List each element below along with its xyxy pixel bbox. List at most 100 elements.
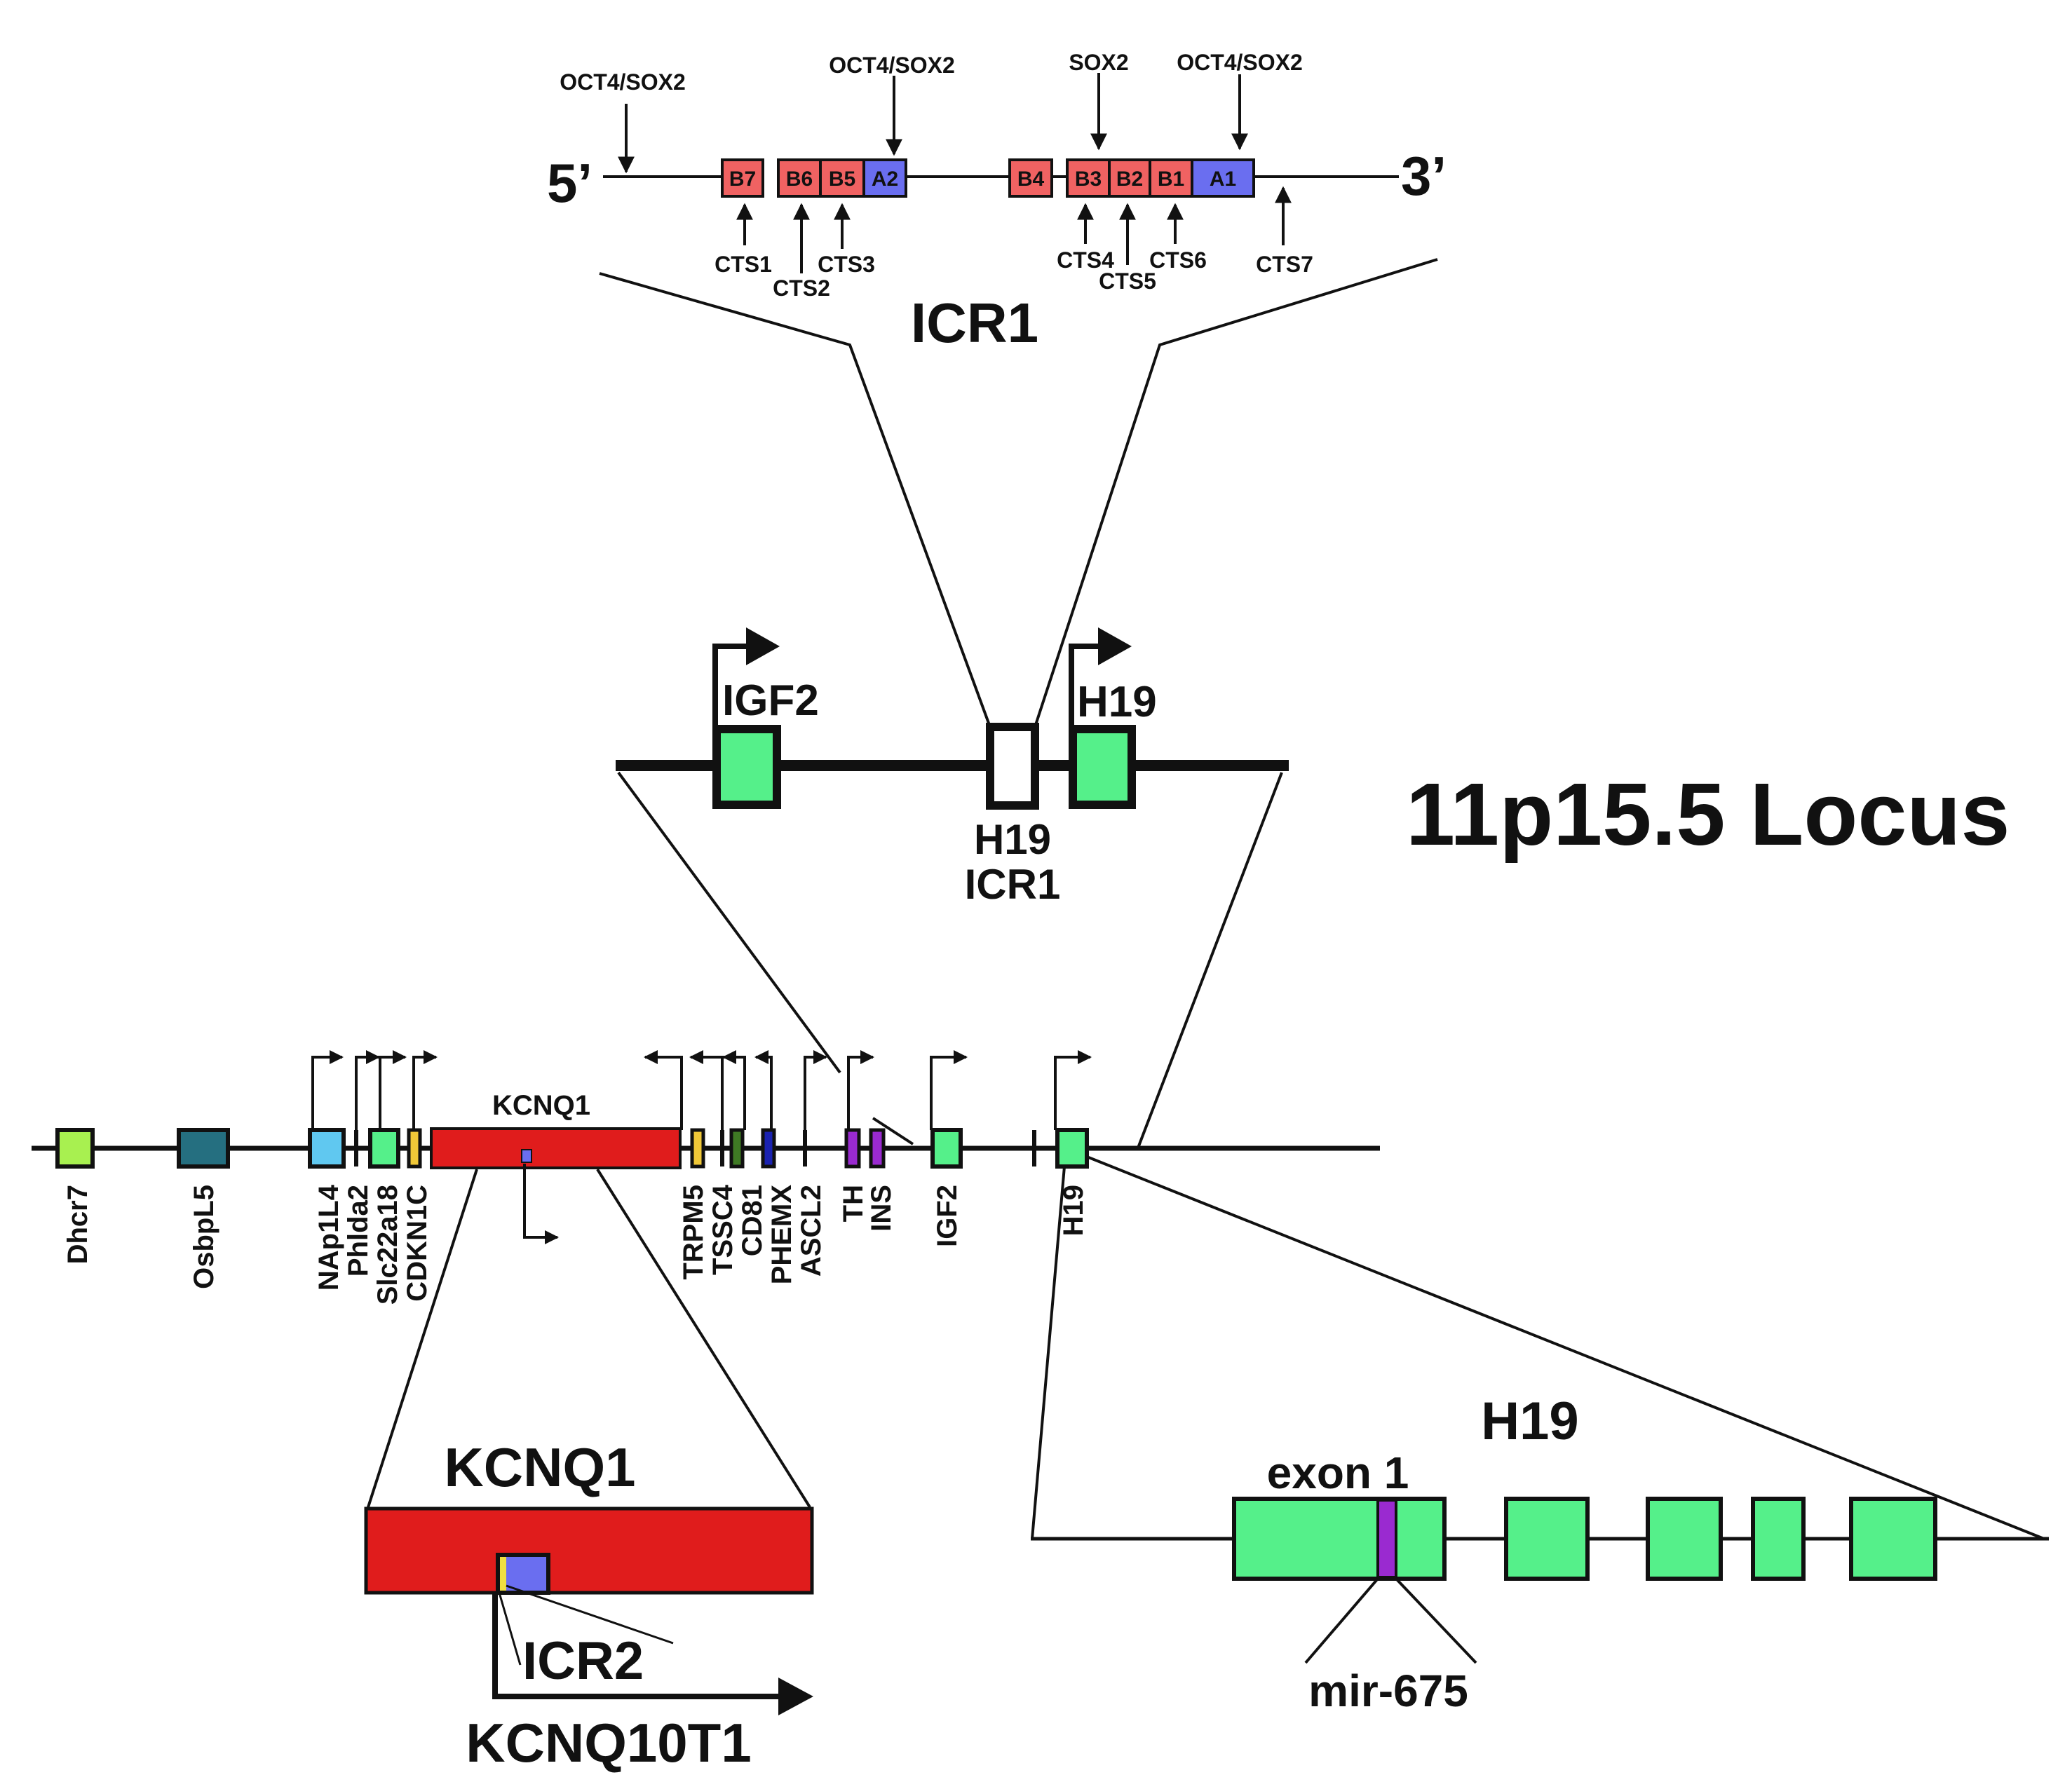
oct4-sox2-arrows: OCT4/SOX2 OCT4/SOX2 SOX2 OCT4/SOX2: [560, 50, 1303, 174]
gene-cdkn1c: [407, 1128, 422, 1169]
cts2-label: CTS2: [773, 276, 830, 301]
gene-dhcr7: [55, 1128, 95, 1169]
icr1-title: ICR1: [911, 292, 1038, 354]
box-b3: [1066, 158, 1111, 198]
h19-icr1-label-line2: ICR1: [965, 861, 1061, 908]
kcnq1-locus-label: KCNQ1: [492, 1090, 590, 1121]
gene-kcnq1: [430, 1127, 682, 1169]
h19-exon-2: [1504, 1497, 1590, 1581]
middle-zoom-lines: [617, 771, 1283, 1150]
label-slc22a18: Slc22a18: [372, 1185, 403, 1305]
box-b7-label: B7: [729, 168, 756, 191]
icr1-panel: 5’ 3’ B7 B6 B5 A2 B4 B3 B2 B1 A1 OCT4/S: [547, 50, 1447, 354]
locus-title: 11p15.5 Locus: [1406, 765, 2010, 864]
mir-675-label: mir-675: [1308, 1666, 1468, 1716]
locus-promoter-arrows: [311, 1050, 1092, 1244]
box-b7: [721, 158, 764, 198]
label-nap1l4: NAp1L4: [313, 1184, 344, 1291]
box-b1: [1149, 158, 1193, 198]
box-b4-label: B4: [1017, 168, 1045, 191]
five-prime-label: 5’: [547, 152, 593, 214]
box-a2-label: A2: [872, 168, 898, 191]
box-a2: [862, 158, 907, 198]
h19-exon-1: [1232, 1497, 1447, 1581]
h19-zoom-lines: [1031, 1155, 2045, 1540]
box-b5-label: B5: [829, 168, 855, 191]
kcnq1-detail-title: KCNQ1: [444, 1436, 635, 1498]
box-a1: [1191, 158, 1255, 198]
label-osbpl5: OsbpL5: [189, 1185, 219, 1289]
h19-icr1-box: [986, 723, 1039, 810]
gene-ins: [869, 1128, 886, 1169]
h19-promoter-arrow-icon: [1098, 627, 1132, 665]
icr1-repeat-boxes: B7 B6 B5 A2 B4 B3 B2 B1 A1: [721, 158, 1255, 198]
box-b2: [1108, 158, 1151, 198]
gene-labels: Dhcr7 OsbpL5 NAp1L4 Phlda2 Slc22a18 CDKN…: [62, 1184, 1089, 1305]
gene-nap1l4: [308, 1128, 346, 1169]
h19-exon-4: [1751, 1497, 1806, 1581]
cts3-label: CTS3: [818, 252, 875, 277]
oct4-sox2-label-2: OCT4/SOX2: [829, 53, 955, 78]
label-ins: INS: [866, 1185, 897, 1232]
gene-slc22a18: [368, 1128, 400, 1169]
cts4-label: CTS4: [1057, 247, 1114, 273]
gene-th: [844, 1128, 861, 1169]
h19-exon-3: [1646, 1497, 1723, 1581]
kcnq1-detail-bar: [364, 1506, 814, 1595]
label-trpm5: TRPM5: [678, 1185, 709, 1280]
label-cd81: CD81: [737, 1185, 768, 1256]
gene-trpm5: [690, 1128, 705, 1169]
label-phemx: PHEMX: [766, 1185, 797, 1285]
exon1-label: exon 1: [1267, 1448, 1409, 1498]
icr2-label: ICR2: [522, 1631, 644, 1691]
h19-panel: H19 exon 1 mir-675: [1031, 1392, 2049, 1716]
box-b2-label: B2: [1116, 168, 1143, 191]
cts-sites: CTS1 CTS2 CTS3 CTS4 CTS5 CTS6 CTS7: [715, 186, 1313, 301]
igf2-promoter-arrow-icon: [746, 627, 780, 665]
gene-igf2: [930, 1128, 963, 1169]
label-tssc4: TSSC4: [707, 1184, 738, 1275]
cts5-label: CTS5: [1099, 268, 1156, 294]
h19-exon: [1069, 725, 1136, 809]
gene-phemx: [761, 1128, 776, 1169]
mir-675-region: [1376, 1499, 1397, 1579]
kcnq1-panel: KCNQ1 ICR2 KCNQ10T1: [364, 1436, 814, 1774]
kcnq1-zoom-lines: [367, 1168, 811, 1509]
box-b5: [819, 158, 865, 198]
gene-cd81: [729, 1128, 745, 1169]
box-b3-label: B3: [1075, 168, 1102, 191]
h19-label: H19: [1077, 678, 1157, 726]
kcnq1ot1-arrow-icon: [778, 1678, 813, 1715]
oct4-sox2-label-1: OCT4/SOX2: [560, 69, 686, 95]
icr1-zoom-lines: [599, 258, 1438, 728]
icr2-promoter: [500, 1557, 506, 1591]
igf2-h19-panel: IGF2 H19 H19 ICR1: [616, 627, 1289, 908]
label-dhcr7: Dhcr7: [62, 1185, 93, 1264]
box-b4: [1008, 158, 1053, 198]
locus-map: KCNQ1 Dhcr7 OsbpL5 NAp1L4 Phlda2 Slc22a1…: [32, 1050, 1380, 1305]
igf2-label: IGF2: [722, 676, 819, 725]
label-cdkn1c: CDKN1C: [402, 1185, 433, 1302]
h19-detail-title: H19: [1481, 1392, 1578, 1451]
label-igf2: IGF2: [932, 1185, 963, 1247]
label-ascl2: ASCL2: [796, 1185, 827, 1277]
igf2-exon: [712, 725, 781, 809]
box-a1-label: A1: [1210, 168, 1236, 191]
sox2-label: SOX2: [1069, 50, 1128, 75]
three-prime-label: 3’: [1401, 145, 1447, 207]
oct4-sox2-label-3: OCT4/SOX2: [1177, 50, 1303, 75]
cts1-label: CTS1: [715, 252, 772, 277]
cts7-label: CTS7: [1256, 252, 1313, 277]
gene-osbpl5: [177, 1128, 230, 1169]
box-b6-label: B6: [786, 168, 813, 191]
gene-h19: [1055, 1128, 1089, 1169]
h19-exon-5: [1849, 1497, 1937, 1581]
cts6-label: CTS6: [1149, 247, 1207, 273]
label-phlda2: Phlda2: [343, 1185, 374, 1277]
label-th: TH: [838, 1185, 869, 1222]
kcnq1ot1-label: KCNQ10T1: [466, 1712, 751, 1774]
h19-icr1-label-line1: H19: [974, 816, 1051, 863]
gene-kcnq1-icr2: [521, 1149, 532, 1163]
box-b1-label: B1: [1158, 168, 1184, 191]
